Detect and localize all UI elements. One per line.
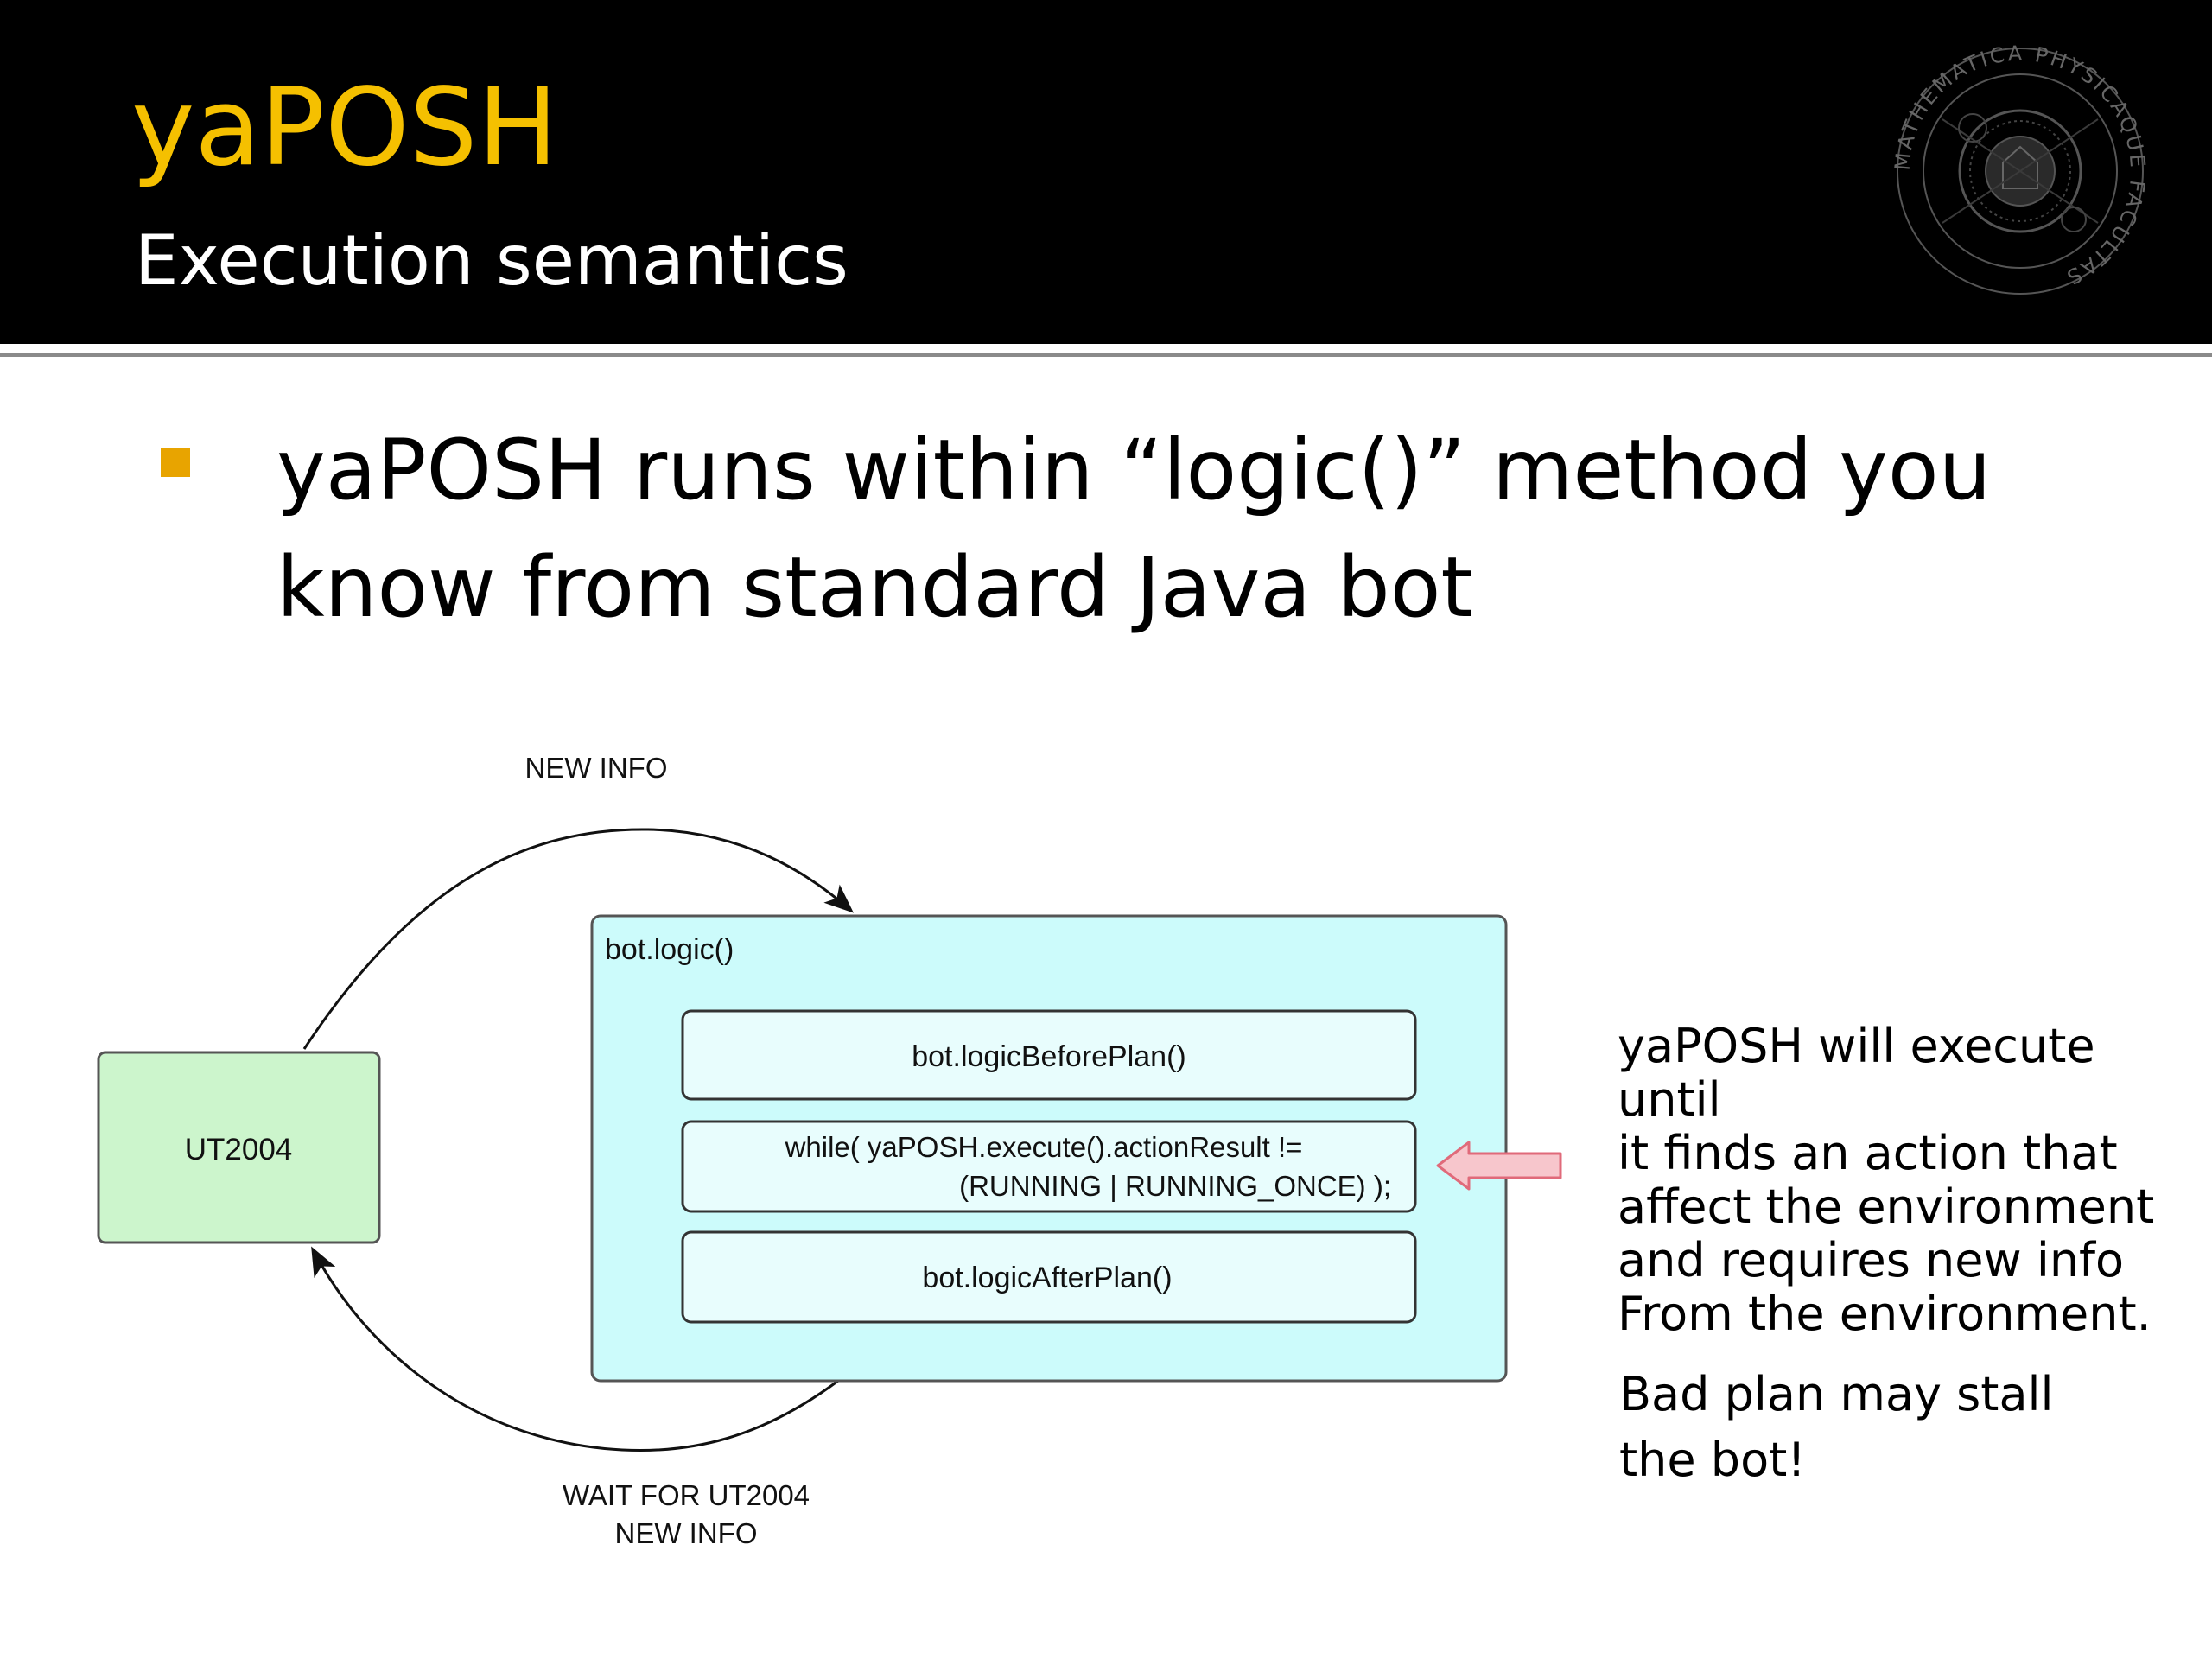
edge-new-info bbox=[302, 828, 855, 1050]
university-seal-icon: MATHEMATICA PHYSICAQUE FACULTAS bbox=[1891, 41, 2147, 295]
bullet-text: yaPOSH runs within “logic()” method you … bbox=[276, 422, 1992, 636]
step-logic-after-plan bbox=[681, 1230, 1417, 1324]
bot-logic-label: bot.logic() bbox=[605, 933, 734, 966]
ut2004-node bbox=[97, 1051, 381, 1244]
edge-label-new-info: NEW INFO bbox=[525, 752, 668, 784]
step-execute-loop-line2: (RUNNING | RUNNING_ONCE) ); bbox=[959, 1170, 1391, 1202]
bullet-marker bbox=[161, 448, 190, 477]
step-logic-after-plan-label: bot.logicAfterPlan() bbox=[922, 1262, 1172, 1294]
edge-label-wait-line2: NEW INFO bbox=[615, 1517, 758, 1549]
step-execute-loop bbox=[681, 1120, 1417, 1213]
edge-label-wait-line1: WAIT FOR UT2004 bbox=[563, 1479, 810, 1511]
side-note-paragraph-2: Bad plan may stall the bot! bbox=[1619, 1367, 2054, 1487]
header-rule-white bbox=[0, 344, 2212, 348]
side-note-paragraph-1: yaPOSH will execute until it finds an ac… bbox=[1618, 1019, 2155, 1341]
pointer-arrow-icon bbox=[1436, 1141, 1562, 1191]
step-logic-before-plan bbox=[681, 1009, 1417, 1101]
slide-header bbox=[0, 0, 2212, 344]
edge-wait-for-new-info bbox=[311, 1246, 839, 1452]
step-execute-loop-line1: while( yaPOSH.execute().actionResult != bbox=[785, 1131, 1303, 1163]
step-logic-before-plan-label: bot.logicBeforePlan() bbox=[912, 1040, 1186, 1073]
ut2004-node-label: UT2004 bbox=[185, 1133, 293, 1166]
header-rule-gray bbox=[0, 353, 2212, 357]
slide-subtitle: Execution semantics bbox=[135, 220, 849, 301]
slide-title: yaPOSH bbox=[131, 66, 558, 190]
